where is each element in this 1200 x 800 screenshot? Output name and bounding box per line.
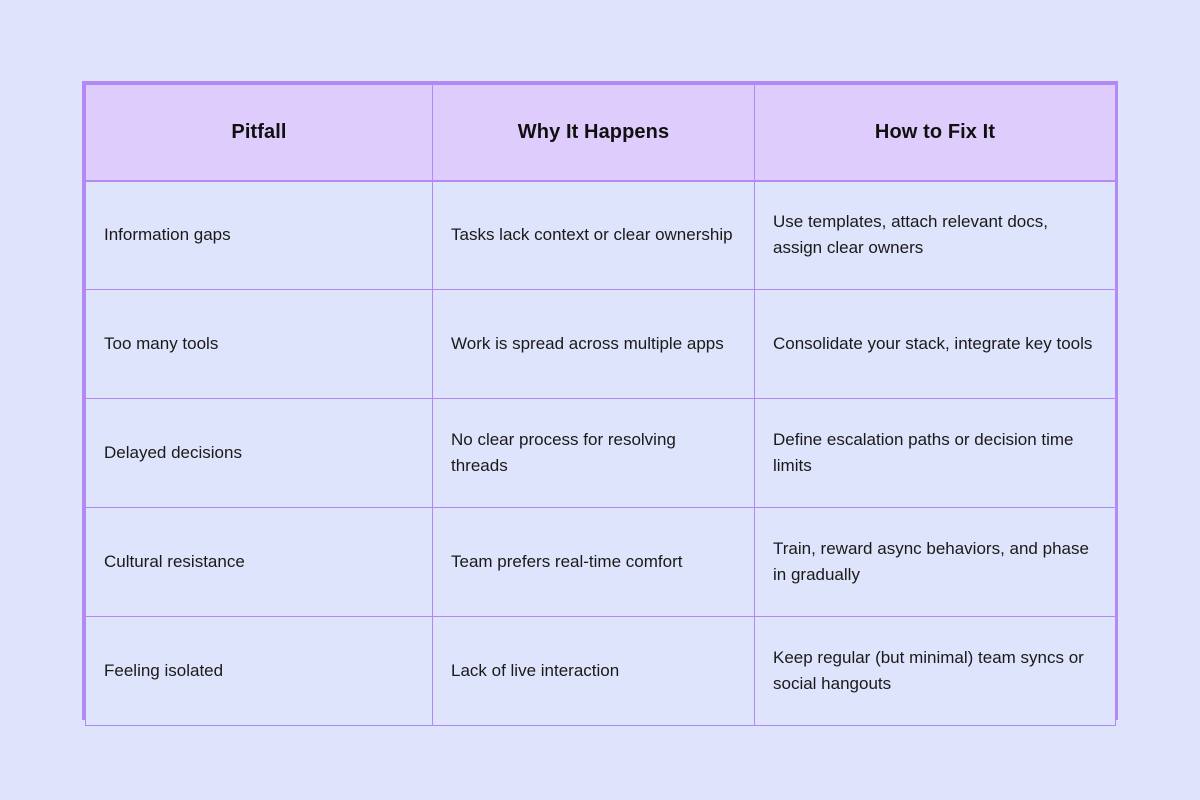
table-row: Information gaps Tasks lack context or c…	[85, 180, 1116, 290]
column-header-how-to-fix-it-label: How to Fix It	[874, 120, 996, 143]
table-row: Too many tools Work is spread across mul…	[85, 289, 1116, 399]
cell-why: No clear process for resolving threads	[432, 398, 755, 508]
column-header-why-it-happens: Why It Happens	[432, 84, 755, 182]
pitfall-table: Pitfall Why It Happens How to Fix It Inf…	[85, 84, 1116, 726]
cell-why-text: Lack of live interaction	[451, 661, 620, 681]
cell-pitfall: Too many tools	[85, 289, 433, 399]
cell-pitfall-text: Cultural resistance	[104, 552, 245, 572]
column-header-why-it-happens-label: Why It Happens	[517, 120, 670, 143]
cell-pitfall: Feeling isolated	[85, 616, 433, 726]
cell-pitfall: Cultural resistance	[85, 507, 433, 617]
table-header-row: Pitfall Why It Happens How to Fix It	[85, 84, 1116, 182]
cell-fix-text: Use templates, attach relevant docs, ass…	[773, 212, 1048, 258]
cell-pitfall: Information gaps	[85, 180, 433, 290]
cell-fix-text: Keep regular (but minimal) team syncs or…	[773, 648, 1084, 693]
column-header-pitfall-label: Pitfall	[231, 120, 287, 143]
table-header: Pitfall Why It Happens How to Fix It	[85, 84, 1116, 182]
cell-fix: Consolidate your stack, integrate key to…	[754, 289, 1116, 399]
table-body: Information gaps Tasks lack context or c…	[85, 180, 1116, 726]
cell-fix-text: Define escalation paths or decision time…	[773, 430, 1074, 475]
pitfall-table-container: Pitfall Why It Happens How to Fix It Inf…	[82, 81, 1118, 726]
cell-fix-text: Train, reward async behaviors, and phase…	[773, 539, 1089, 584]
cell-fix-text: Consolidate your stack, integrate key to…	[773, 334, 1093, 354]
cell-why-text: Work is spread across multiple apps	[451, 334, 724, 354]
cell-fix: Use templates, attach relevant docs, ass…	[754, 180, 1116, 290]
cell-fix: Keep regular (but minimal) team syncs or…	[754, 616, 1116, 726]
cell-why: Lack of live interaction	[432, 616, 755, 726]
cell-why-text: No clear process for resolving threads	[451, 430, 676, 475]
cell-pitfall-text: Information gaps	[104, 225, 231, 245]
table-row: Delayed decisions No clear process for r…	[85, 398, 1116, 508]
cell-why: Team prefers real-time comfort	[432, 507, 755, 617]
cell-pitfall: Delayed decisions	[85, 398, 433, 508]
column-header-pitfall: Pitfall	[85, 84, 433, 182]
table-row: Feeling isolated Lack of live interactio…	[85, 616, 1116, 726]
cell-pitfall-text: Delayed decisions	[104, 443, 242, 463]
cell-why-text: Team prefers real-time comfort	[451, 552, 683, 572]
cell-pitfall-text: Feeling isolated	[104, 661, 224, 681]
cell-why: Work is spread across multiple apps	[432, 289, 755, 399]
cell-fix: Train, reward async behaviors, and phase…	[754, 507, 1116, 617]
cell-pitfall-text: Too many tools	[104, 334, 219, 354]
cell-why-text: Tasks lack context or clear ownership	[451, 225, 733, 245]
column-header-how-to-fix-it: How to Fix It	[754, 84, 1116, 182]
cell-why: Tasks lack context or clear ownership	[432, 180, 755, 290]
cell-fix: Define escalation paths or decision time…	[754, 398, 1116, 508]
table-row: Cultural resistance Team prefers real-ti…	[85, 507, 1116, 617]
